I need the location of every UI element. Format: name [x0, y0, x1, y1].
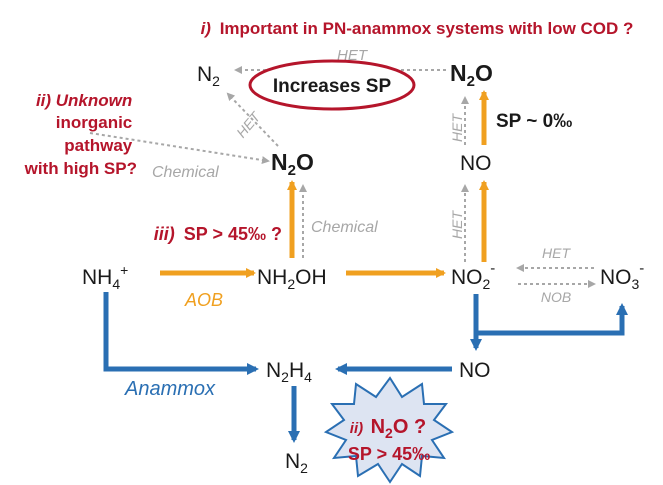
- label-nob: NOB: [541, 289, 571, 305]
- label-het-right-upper: HET: [449, 113, 465, 142]
- increases-sp-label: Increases SP: [273, 76, 392, 97]
- burst-n2o-question: ii) N2O ?: [350, 416, 426, 441]
- n2h4-node: N2H4: [266, 359, 312, 385]
- no-bottom-node: NO: [459, 359, 491, 382]
- no2-node: NO2-: [451, 260, 495, 292]
- label-chemical-mid: Chemical: [311, 219, 378, 236]
- label-aob: AOB: [184, 290, 223, 310]
- burst-sp-label: SP > 45‰: [348, 444, 430, 464]
- label-het-top: HET: [337, 47, 369, 64]
- label-anammox: Anammox: [124, 378, 216, 400]
- sp-zero-label: SP ~ 0‰: [496, 111, 572, 132]
- no-upper-node: NO: [460, 152, 492, 175]
- label-chemical-left: Chemical: [152, 164, 219, 181]
- arrow-n2o-to-n2-het-diagonal: [226, 92, 279, 147]
- nh4-node: NH4+: [82, 262, 128, 292]
- label-het-no3: HET: [542, 245, 571, 261]
- n2o-burst-shape: [323, 376, 455, 484]
- arrow-unknown-pathway-to-n2o: [89, 132, 270, 165]
- label-het-diagonal: HET: [233, 108, 264, 141]
- annotation-iii: iii) SP > 45‰ ?: [154, 224, 282, 244]
- n2-bottom-node: N2: [285, 450, 308, 476]
- increases-sp-ellipse: [248, 59, 416, 111]
- arrow-nh4-to-n2h4-blue: [103, 292, 259, 375]
- no3-node: NO3-: [600, 260, 644, 292]
- nh2oh-node: NH2OH: [257, 266, 327, 292]
- label-het-right-lower: HET: [449, 210, 465, 239]
- n2o-top-node: N2O: [450, 60, 493, 90]
- n2-top-node: N2: [197, 63, 220, 89]
- annotation-ii-unknown: ii) Unknown inorganic pathway with high …: [24, 91, 137, 178]
- annotation-i: i) Important in PN-anammox systems with …: [201, 19, 634, 38]
- n2o-middle-node: N2O: [271, 149, 314, 179]
